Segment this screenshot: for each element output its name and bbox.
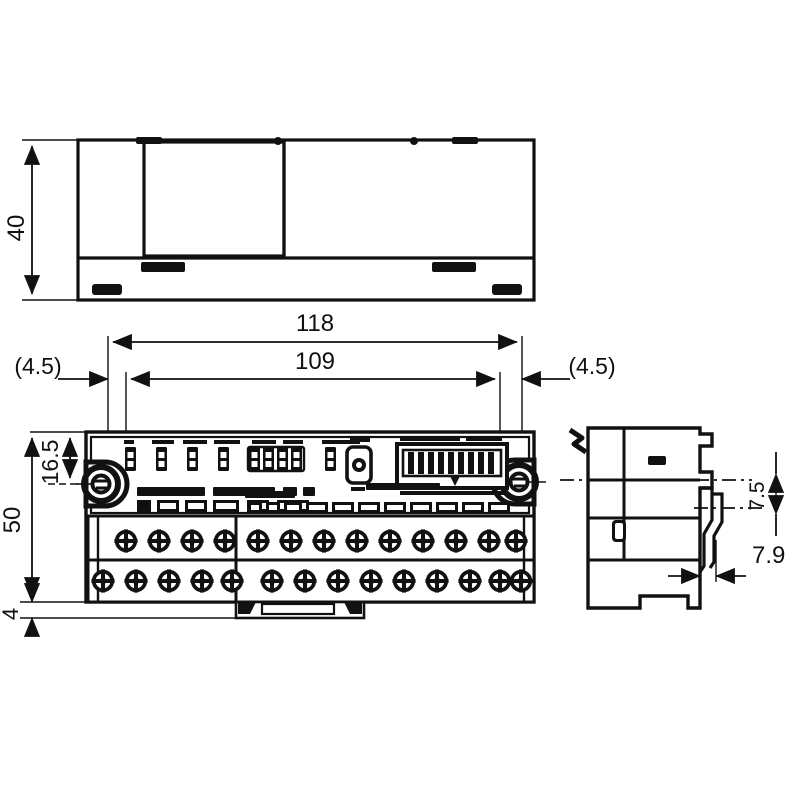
dimension-height-40: 40 (3, 139, 78, 301)
side-view-rail-profile (698, 486, 714, 573)
dimension-depth-79: 7.9 (668, 540, 785, 585)
dimension-label: 118 (296, 310, 334, 337)
top-view-corner-tab (492, 284, 522, 295)
dimension-label: 4 (0, 608, 23, 620)
top-view-corner-tab (452, 137, 478, 144)
front-view: 118 109 (4.5) (4.5) (0, 310, 616, 637)
dimension-label: 7.5 (746, 481, 769, 510)
dimension-label: (4.5) (14, 353, 61, 379)
reset-button[interactable] (345, 438, 373, 491)
dimension-label: 109 (295, 348, 335, 375)
dimension-inset-left: (4.5) (14, 353, 109, 388)
side-view-rail-profile-outer (708, 492, 724, 569)
side-view-port (648, 456, 666, 465)
dimension-label: 7.9 (752, 542, 785, 569)
dimension-depth-75: 7.5 (746, 452, 785, 536)
dimension-label: 40 (3, 215, 30, 242)
top-view-vent-slot (432, 262, 476, 272)
dimension-label: (4.5) (568, 353, 615, 379)
top-view: 40 (3, 137, 536, 302)
side-view: 7.5 7.9 (560, 426, 785, 610)
bottom-din-clip (234, 600, 366, 620)
top-view-corner-tab (136, 137, 162, 144)
top-view-notch (274, 137, 282, 145)
side-view-break-symbol (568, 427, 588, 455)
terminal-screws-top-right[interactable] (246, 529, 528, 553)
dimension-width-109: 109 (125, 348, 501, 440)
top-view-vent-slot (141, 262, 185, 272)
dimension-label: 50 (0, 507, 26, 534)
top-view-panel (142, 140, 286, 258)
connector-block[interactable] (395, 436, 509, 495)
dimension-label: 16.5 (37, 440, 63, 485)
top-view-corner-tab (92, 284, 122, 295)
label-strip-group-right (245, 491, 510, 513)
dimension-width-118: 118 (107, 310, 523, 440)
dimension-height-4: 4 (0, 583, 236, 637)
top-view-notch (410, 137, 418, 145)
dimension-height-50: 50 (0, 437, 86, 603)
dimension-inset-right: (4.5) (521, 353, 616, 388)
dimension-height-165: 16.5 (30, 431, 86, 485)
side-view-latch-inner (615, 523, 623, 539)
